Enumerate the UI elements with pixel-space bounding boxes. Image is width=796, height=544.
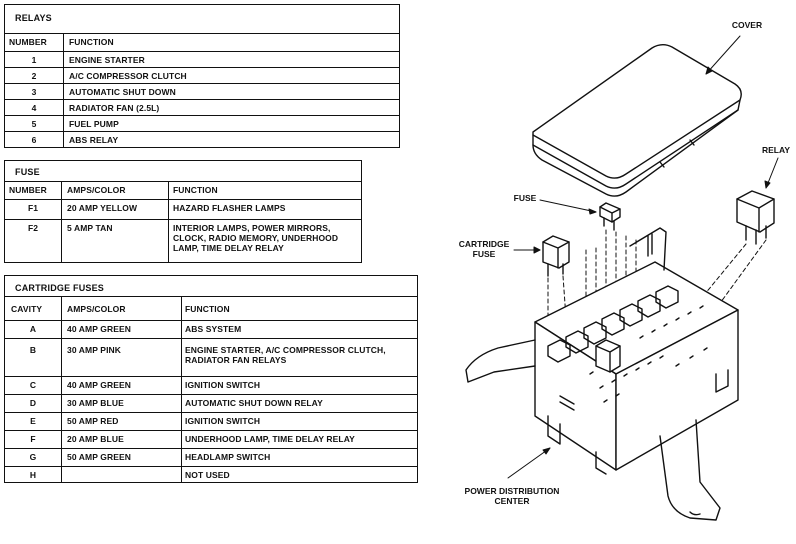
cartridge-function: IGNITION SWITCH — [185, 380, 261, 390]
cartridge-function: HEADLAMP SWITCH — [185, 452, 271, 462]
cartridge-cavity: H — [29, 470, 37, 480]
column-divider — [61, 296, 62, 482]
fuse-header-row: NUMBER AMPS/COLOR FUNCTION — [5, 181, 361, 200]
pdc-base-part — [465, 227, 739, 521]
cartridge-function: UNDERHOOD LAMP, TIME DELAY RELAY — [185, 434, 355, 444]
column-divider — [181, 296, 182, 482]
relay-function: AUTOMATIC SHUT DOWN — [69, 87, 176, 97]
table-row: F 20 AMP BLUE UNDERHOOD LAMP, TIME DELAY… — [5, 430, 417, 449]
cartridge-cavity: D — [29, 398, 37, 408]
fuse-function: INTERIOR LAMPS, POWER MIRRORS, CLOCK, RA… — [173, 223, 339, 253]
table-row: E 50 AMP RED IGNITION SWITCH — [5, 412, 417, 431]
relay-part — [736, 190, 775, 245]
table-row: C 40 AMP GREEN IGNITION SWITCH — [5, 376, 417, 395]
fuse-amps: 5 AMP TAN — [67, 223, 113, 233]
table-row: 1 ENGINE STARTER — [5, 51, 399, 68]
cartridge-amps: 30 AMP PINK — [67, 345, 122, 355]
relay-function: ENGINE STARTER — [69, 55, 145, 65]
fuse-title: FUSE — [15, 167, 40, 177]
relay-number: 2 — [31, 71, 37, 81]
relay-number: 3 — [31, 87, 37, 97]
cartridge-amps: 50 AMP RED — [67, 416, 119, 426]
cartridge-function: ENGINE STARTER, A/C COMPRESSOR CLUTCH, R… — [185, 345, 386, 365]
relays-header-function: FUNCTION — [69, 37, 114, 47]
fuse-header-number: NUMBER — [9, 185, 47, 195]
relay-number: 1 — [31, 55, 37, 65]
fuse-part — [599, 202, 621, 231]
cartridge-cavity: F — [30, 434, 36, 444]
fuse-table: FUSE NUMBER AMPS/COLOR FUNCTION F1 20 AM… — [4, 160, 362, 263]
cartridge-fuse-part — [542, 235, 570, 277]
table-row: 2 A/C COMPRESSOR CLUTCH — [5, 67, 399, 84]
callout-leaders — [507, 35, 779, 479]
relays-header-row: NUMBER FUNCTION — [5, 33, 399, 52]
relay-function: RADIATOR FAN (2.5L) — [69, 103, 160, 113]
table-row: 4 RADIATOR FAN (2.5L) — [5, 99, 399, 116]
fuse-header-amps: AMPS/COLOR — [67, 185, 126, 195]
cartridge-cavity: C — [29, 380, 37, 390]
relay-number: 6 — [31, 135, 37, 145]
cartridge-amps: 30 AMP BLUE — [67, 398, 124, 408]
relay-number: 4 — [31, 103, 37, 113]
column-divider — [168, 181, 169, 262]
cartridge-function: NOT USED — [185, 470, 230, 480]
relays-table: RELAYS NUMBER FUNCTION 1 ENGINE STARTER … — [4, 4, 400, 148]
cartridge-header-cavity: CAVITY — [11, 304, 43, 314]
fuse-label: FUSE — [513, 193, 537, 203]
cover-label: COVER — [731, 20, 763, 30]
table-row: H NOT USED — [5, 466, 417, 483]
cartridge-fuse-label: CARTRIDGE FUSE — [458, 239, 510, 259]
relay-function: ABS RELAY — [69, 135, 119, 145]
relay-function: A/C COMPRESSOR CLUTCH — [69, 71, 187, 81]
table-row: 5 FUEL PUMP — [5, 115, 399, 132]
cartridge-amps: 40 AMP GREEN — [67, 324, 132, 334]
relays-header-number: NUMBER — [9, 37, 47, 47]
cartridge-function: ABS SYSTEM — [185, 324, 242, 334]
relay-number: 5 — [31, 119, 37, 129]
fuse-function: HAZARD FLASHER LAMPS — [173, 203, 286, 213]
cartridge-fuses-table: CARTRIDGE FUSES CAVITY AMPS/COLOR FUNCTI… — [4, 275, 418, 483]
table-row: 6 ABS RELAY — [5, 131, 399, 148]
fuse-header-function: FUNCTION — [173, 185, 218, 195]
column-divider — [63, 33, 64, 147]
table-row: F2 5 AMP TAN INTERIOR LAMPS, POWER MIRRO… — [5, 219, 361, 263]
table-row: F1 20 AMP YELLOW HAZARD FLASHER LAMPS — [5, 199, 361, 220]
table-row: A 40 AMP GREEN ABS SYSTEM — [5, 320, 417, 339]
table-row: G 50 AMP GREEN HEADLAMP SWITCH — [5, 448, 417, 467]
fuse-amps: 20 AMP YELLOW — [67, 203, 138, 213]
cartridge-header-amps: AMPS/COLOR — [67, 304, 126, 314]
power-distribution-center-diagram — [465, 35, 779, 521]
table-row: 3 AUTOMATIC SHUT DOWN — [5, 83, 399, 100]
cover-part — [532, 44, 742, 197]
cartridge-function: IGNITION SWITCH — [185, 416, 261, 426]
cartridge-amps: 40 AMP GREEN — [67, 380, 132, 390]
relay-label: RELAY — [761, 145, 791, 155]
cartridge-amps: 20 AMP BLUE — [67, 434, 124, 444]
cartridge-title: CARTRIDGE FUSES — [15, 283, 105, 293]
cartridge-header-row: CAVITY AMPS/COLOR FUNCTION — [5, 296, 417, 321]
cartridge-header-function: FUNCTION — [185, 304, 230, 314]
cartridge-amps: 50 AMP GREEN — [67, 452, 132, 462]
cartridge-cavity: G — [29, 452, 37, 462]
cartridge-amps — [67, 467, 179, 483]
fuse-number: F1 — [27, 203, 39, 213]
table-row: B 30 AMP PINK ENGINE STARTER, A/C COMPRE… — [5, 338, 417, 377]
cartridge-cavity: E — [30, 416, 36, 426]
fuse-number: F2 — [27, 223, 39, 233]
relays-title: RELAYS — [15, 13, 52, 23]
cartridge-cavity: B — [29, 345, 37, 355]
cartridge-cavity: A — [29, 324, 37, 334]
cartridge-function: AUTOMATIC SHUT DOWN RELAY — [185, 398, 323, 408]
relay-function: FUEL PUMP — [69, 119, 119, 129]
column-divider — [61, 181, 62, 262]
power-distribution-center-label: POWER DISTRIBUTION CENTER — [464, 486, 560, 506]
table-row: D 30 AMP BLUE AUTOMATIC SHUT DOWN RELAY — [5, 394, 417, 413]
